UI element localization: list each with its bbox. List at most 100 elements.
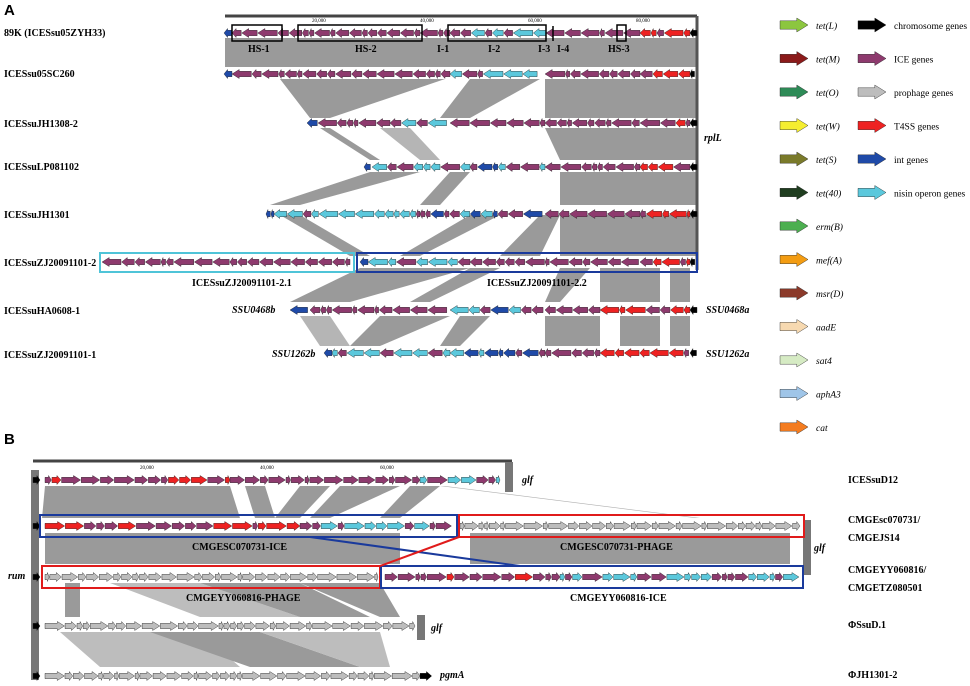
gene-arrow xyxy=(480,209,493,219)
gene-arrow xyxy=(232,521,253,531)
gene-arrow xyxy=(660,118,676,128)
gene-arrow xyxy=(396,257,417,267)
gene-arrow xyxy=(242,671,261,681)
gene-arrow xyxy=(447,257,458,267)
gene-arrow xyxy=(420,571,427,583)
gene-arrow xyxy=(413,27,421,39)
gene-arrow xyxy=(689,304,698,316)
gene-arrow xyxy=(215,571,222,583)
legend-item-right-3: T4SS genes xyxy=(857,118,939,133)
gene-arrow xyxy=(335,69,352,79)
gene-arrow xyxy=(572,571,583,583)
gene-arrow xyxy=(387,161,397,173)
gene-arrow xyxy=(588,305,601,315)
gene-arrow xyxy=(363,161,371,173)
gene-arrow xyxy=(401,118,417,128)
gene-arrow xyxy=(689,208,698,220)
legend-label: tet(M) xyxy=(816,55,840,66)
gene-arrow xyxy=(64,670,73,682)
gene-arrow xyxy=(551,348,572,358)
gene-arrow xyxy=(675,520,683,532)
gene-arrow xyxy=(229,256,237,268)
gene-arrow xyxy=(166,671,182,681)
gene-arrow xyxy=(624,209,641,219)
legend-label: msr(D) xyxy=(816,289,843,300)
gene-arrow xyxy=(484,521,489,531)
gene-arrow xyxy=(427,572,447,582)
gene-arrow xyxy=(605,118,612,128)
gene-arrow xyxy=(168,475,180,485)
gene-arrow xyxy=(394,69,413,79)
legend-item-left-3: tet(W) xyxy=(779,118,840,133)
gene-arrow xyxy=(244,621,256,631)
panel-a-row-labels: 89K (ICESsu05ZYH33) ICESsu05SC260 ICESsu… xyxy=(4,28,105,361)
gene-arrow xyxy=(302,27,309,39)
gene-arrow xyxy=(220,670,230,682)
gene-arrow xyxy=(613,521,632,531)
gene-arrow xyxy=(649,348,669,358)
gene-arrow xyxy=(512,28,533,38)
gene-arrow xyxy=(336,572,358,582)
gene-arrow xyxy=(566,118,572,128)
gene-arrow xyxy=(252,521,258,531)
gene-arrow xyxy=(193,671,199,681)
gene-arrow xyxy=(265,209,271,219)
gene-arrow xyxy=(277,28,289,38)
legend-item-left-0: tet(L) xyxy=(779,17,837,33)
gene-arrow xyxy=(193,257,213,267)
gene-arrow xyxy=(459,209,470,219)
ruler-tick-60000: 60,000 xyxy=(528,19,542,24)
gene-arrow xyxy=(651,572,667,582)
gene-arrow xyxy=(545,571,552,583)
gene-arrow xyxy=(492,28,504,38)
gene-arrow xyxy=(617,69,630,79)
region-hs-1: HS-1 xyxy=(248,44,270,55)
legend-item-left-11: aphA3 xyxy=(779,386,841,401)
legend-item-right-1: ICE genes xyxy=(857,51,934,66)
gene-arrow xyxy=(435,521,452,531)
gene-arrow xyxy=(104,521,119,531)
gene-arrow xyxy=(134,671,140,681)
gene-arrow xyxy=(469,257,483,267)
gene-arrow xyxy=(668,209,687,219)
gene-arrow xyxy=(683,27,691,39)
gene-arrow xyxy=(683,348,689,358)
gene-arrow xyxy=(482,69,504,79)
gene-arrow xyxy=(331,305,352,315)
gene-arrow xyxy=(470,28,485,38)
gene-arrow xyxy=(539,118,546,128)
gene-arrow xyxy=(290,257,305,267)
legend-label: mef(A) xyxy=(816,256,842,267)
legend-label: nisin operon genes xyxy=(894,190,966,200)
gene-arrow xyxy=(668,348,684,358)
legend: tet(L)tet(M)tet(O)tet(W)tet(S)tet(40)erm… xyxy=(779,17,967,435)
gene-arrow xyxy=(427,348,443,358)
gene-arrow xyxy=(611,118,632,128)
gene-arrow xyxy=(121,572,133,582)
gene-arrow xyxy=(442,347,451,359)
gene-arrow xyxy=(412,69,426,79)
gene-arrow xyxy=(393,348,413,358)
panel-b-label: B xyxy=(4,431,15,448)
box-yy060816-ice xyxy=(380,565,804,589)
gene-arrow xyxy=(284,69,297,79)
gene-arrow xyxy=(689,257,695,267)
row-b-label-jh1301-2: ΦJH1301-2 xyxy=(848,670,897,681)
gene-arrow xyxy=(338,209,355,219)
gene-arrow xyxy=(594,118,606,128)
gene-arrow xyxy=(251,68,262,80)
gene-arrow xyxy=(748,571,757,583)
gene-arrow xyxy=(614,347,624,359)
gene-arrow xyxy=(275,621,290,631)
gene-arrow xyxy=(32,520,41,532)
gene-arrow xyxy=(678,69,691,79)
gene-arrow xyxy=(352,305,358,315)
gene-arrow xyxy=(591,162,598,172)
gene-arrow xyxy=(309,305,321,315)
gene-arrow xyxy=(330,671,349,681)
gene-arrow xyxy=(346,348,364,358)
gene-arrow xyxy=(599,348,615,358)
gene-arrow xyxy=(320,521,338,531)
legend-item-left-7: mef(A) xyxy=(779,252,842,267)
panel-a-ruler: 20,000 40,000 60,000 80,000 xyxy=(225,14,699,270)
